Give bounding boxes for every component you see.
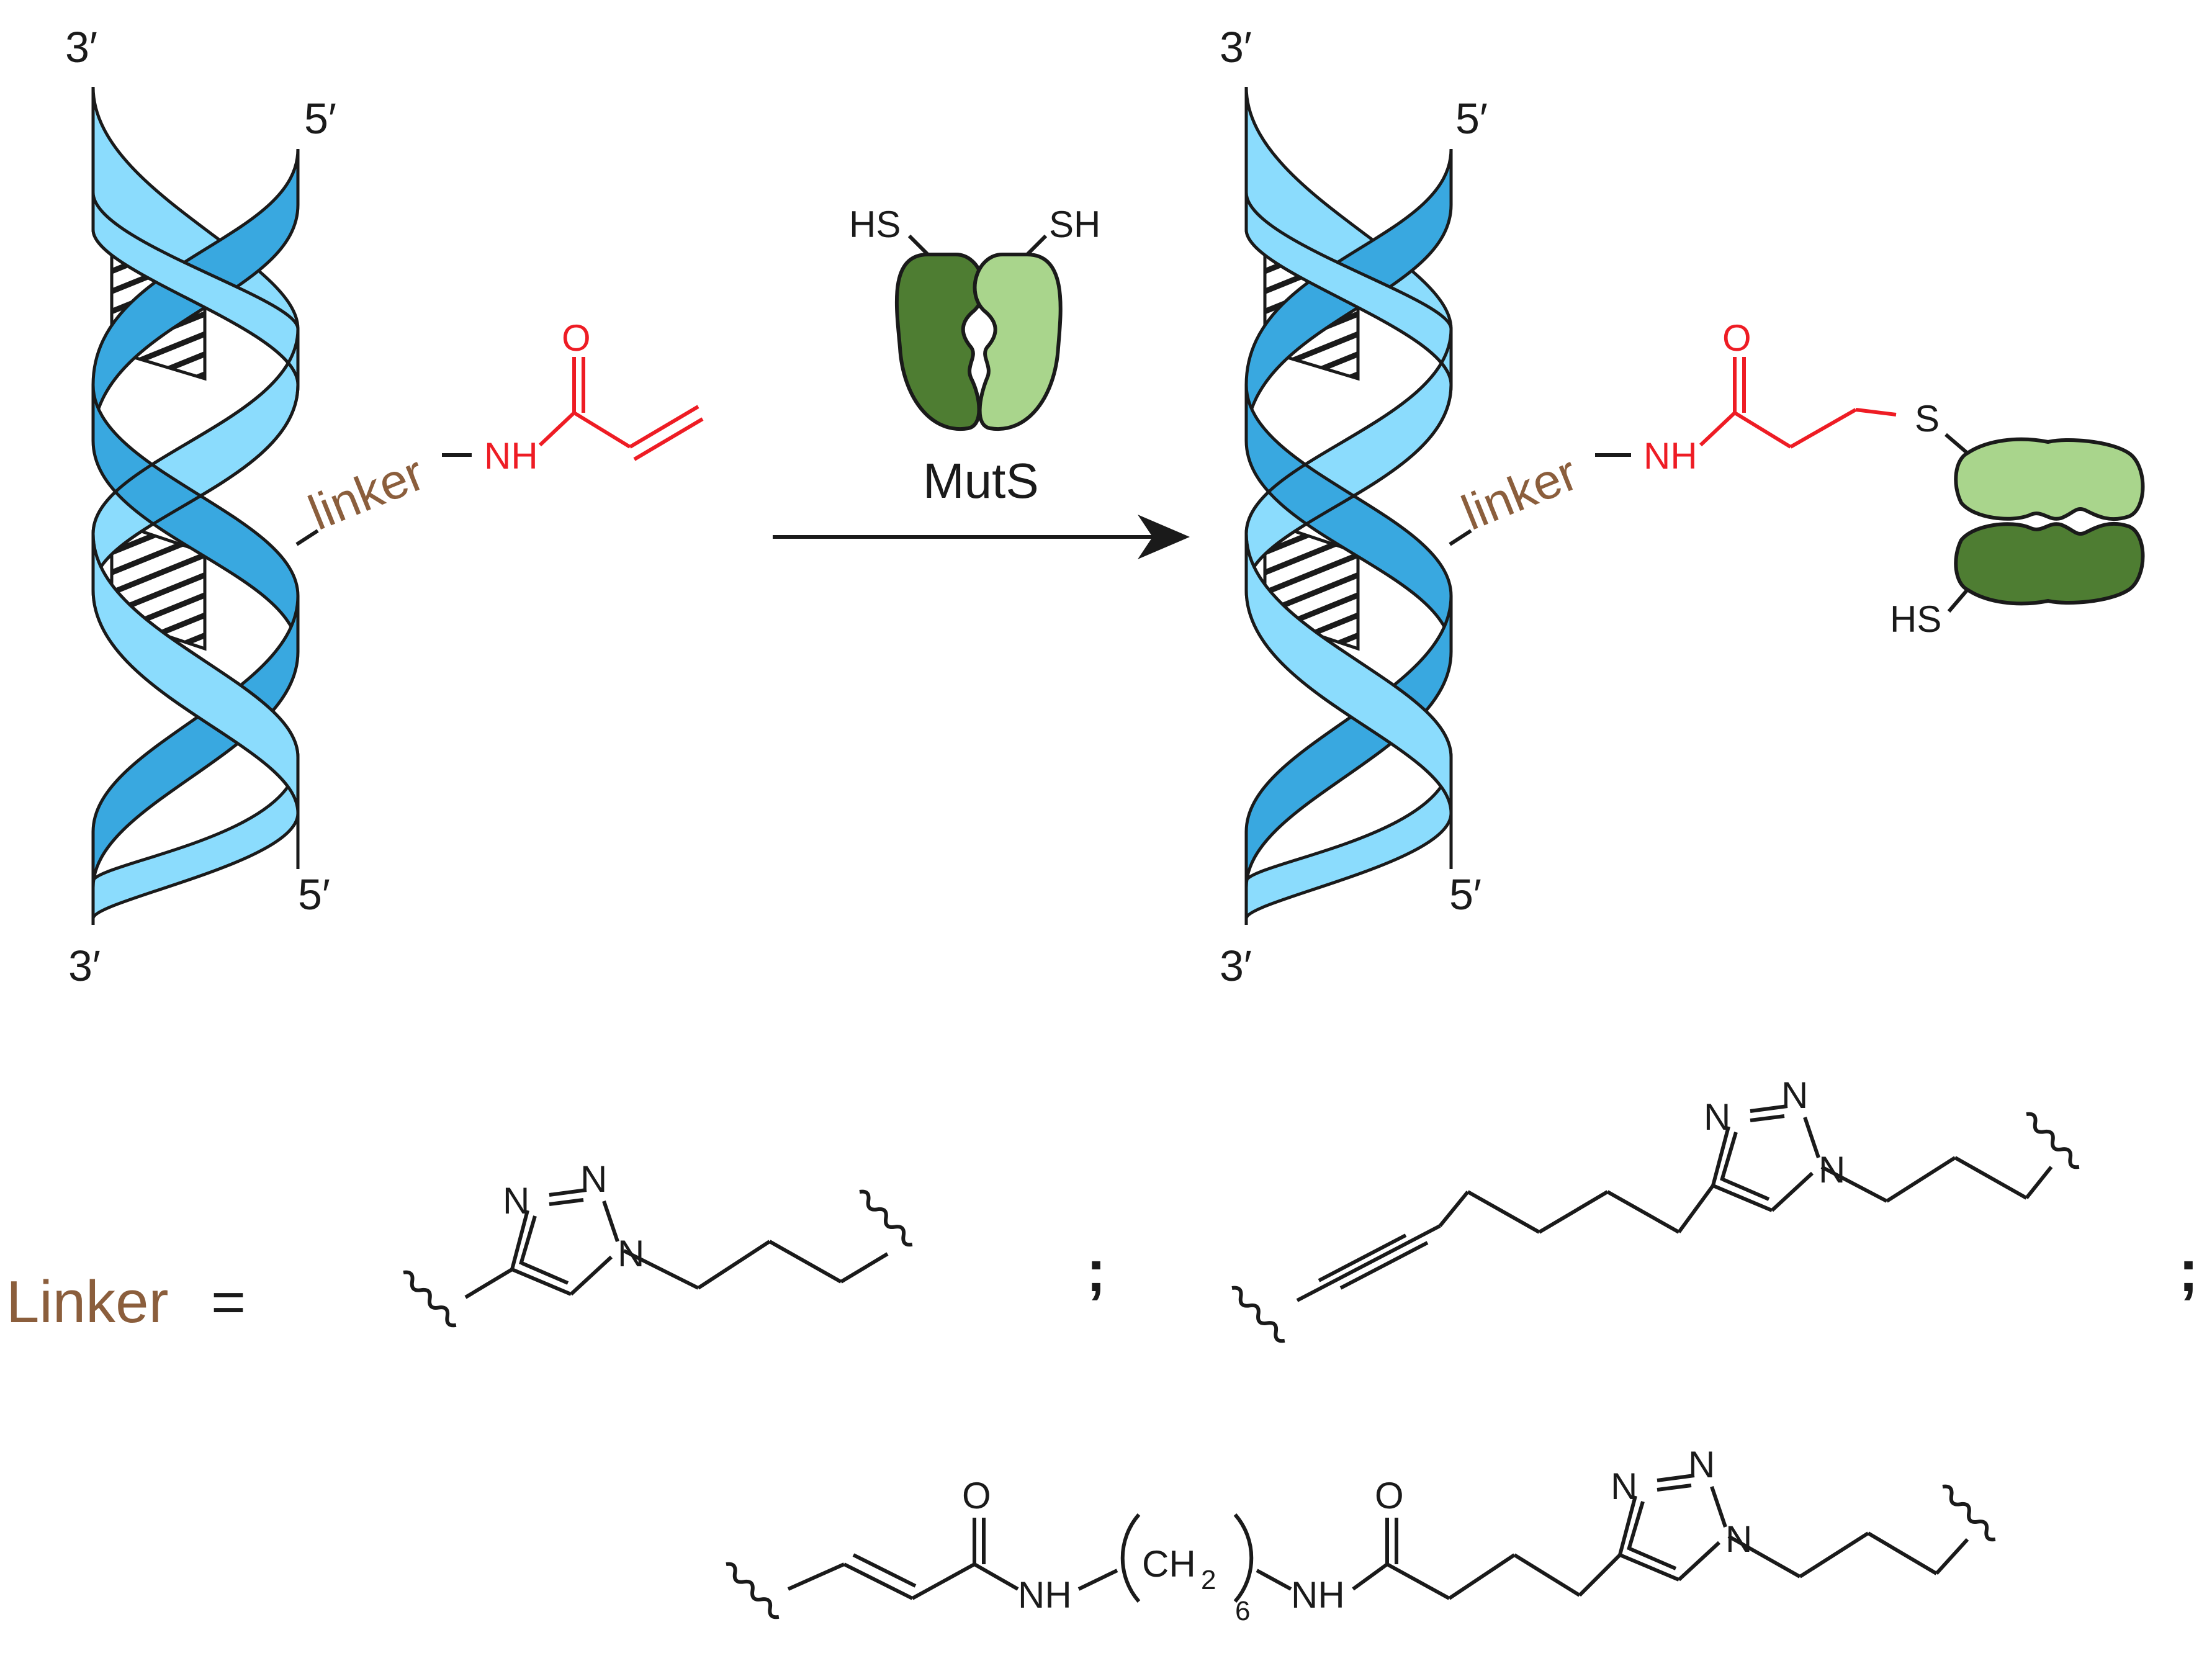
linker3-sub-2: 2: [1201, 1565, 1216, 1595]
linker2-n-c: N: [1819, 1149, 1845, 1191]
product-linker-label: linker: [1454, 445, 1585, 541]
left-dna-top-right-label: 5′: [304, 94, 336, 143]
linker1-n-a: N: [503, 1180, 529, 1222]
linker1-n-c: N: [618, 1233, 644, 1274]
product-linker-group: linker: [1449, 445, 1631, 546]
mutS-thiol-right-label: SH: [1049, 204, 1100, 245]
linker-option-3: [723, 1475, 1998, 1620]
legend-separator-2: ;: [2178, 1238, 2198, 1304]
legend-linker-word: Linker: [6, 1269, 168, 1335]
linker3-n-c: N: [1725, 1518, 1752, 1560]
linker3-oxygen-2: O: [1375, 1475, 1404, 1516]
reactant-acrylamide: NH O: [484, 317, 704, 477]
reactant-nh-label: NH: [484, 435, 538, 477]
linker2-n-a: N: [1704, 1096, 1730, 1138]
product-free-thiol-label: HS: [1890, 598, 1941, 640]
reactant-linker-label: linker: [301, 445, 432, 541]
legend-separator-1: ;: [1086, 1238, 1106, 1304]
product-mutS-icon: [1947, 437, 2145, 613]
linker3-ch: CH: [1142, 1543, 1196, 1585]
linker3-n-a: N: [1611, 1466, 1637, 1507]
reactant-linker-group: linker: [295, 445, 472, 546]
linker3-n-b: N: [1688, 1444, 1715, 1485]
linker3-nh-2: NH: [1291, 1574, 1345, 1616]
reactant-oxygen-label: O: [562, 317, 591, 359]
left-dna-helix: [93, 87, 298, 925]
linker2-n-b: N: [1781, 1074, 1808, 1116]
product-thioether: NH O S: [1643, 317, 1969, 477]
product-oxygen-label: O: [1722, 317, 1751, 359]
mutS-thiol-left-label: HS: [849, 204, 901, 245]
right-dna-top-left-label: 3′: [1220, 23, 1252, 71]
linker3-sub-6: 6: [1235, 1596, 1250, 1626]
right-dna-bottom-right-label: 5′: [1449, 870, 1481, 919]
linker3-nh-1: NH: [1018, 1574, 1072, 1616]
product-sulfur-label: S: [1915, 398, 1940, 439]
right-dna-helix: [1246, 87, 1451, 925]
right-dna-top-right-label: 5′: [1455, 94, 1488, 143]
left-dna-top-left-label: 3′: [65, 23, 97, 71]
left-dna-bottom-left-label: 3′: [68, 942, 101, 990]
legend-equals-sign: =: [211, 1269, 246, 1335]
left-dna-bottom-right-label: 5′: [298, 870, 330, 919]
linker-option-1: [400, 1189, 915, 1328]
product-nh-label: NH: [1643, 435, 1697, 477]
linker-option-2: [1229, 1106, 2082, 1344]
right-dna-bottom-left-label: 3′: [1220, 942, 1252, 990]
mutS-name-label: MutS: [923, 453, 1039, 508]
mutS-protein-icon: [894, 234, 1063, 431]
linker1-n-b: N: [580, 1158, 607, 1200]
linker3-oxygen-1: O: [962, 1475, 991, 1516]
